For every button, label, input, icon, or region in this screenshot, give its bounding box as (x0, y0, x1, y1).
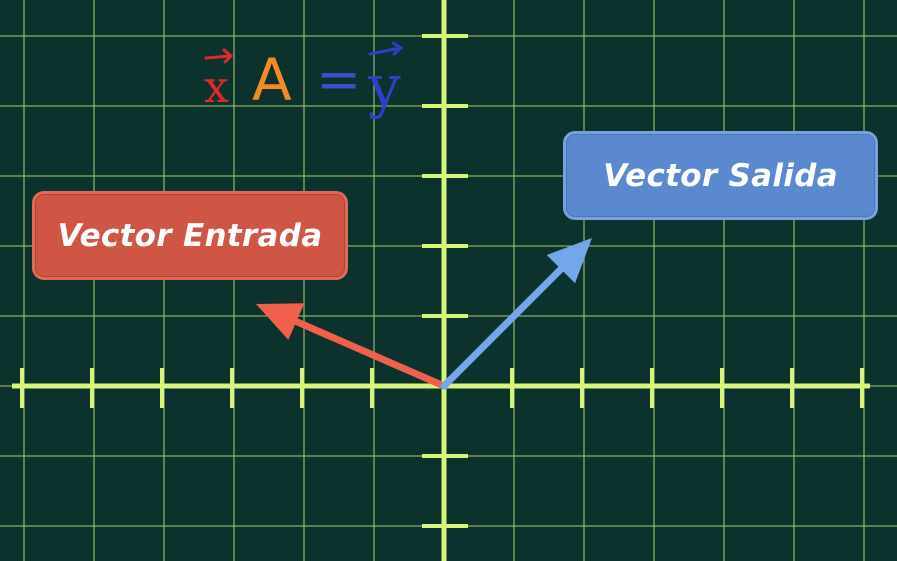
output-vector-label: Vector Salida (563, 131, 878, 220)
input-vector-label: Vector Entrada (32, 191, 348, 280)
equation: x A = y (200, 40, 420, 120)
equation-vector-arrows (204, 41, 404, 64)
vectors (256, 238, 592, 390)
output-vector-arrow-shaft (440, 265, 565, 390)
axes (12, 0, 870, 561)
output-vector-arrow (440, 238, 592, 390)
equation-x-symbol: x (204, 62, 229, 113)
input-vector-arrow-shaft (292, 318, 448, 390)
axis-ticks (20, 34, 864, 528)
equation-a-symbol: A (252, 46, 292, 114)
input-vector-arrow-head (256, 303, 305, 340)
x-vector-arrow-icon (204, 48, 234, 64)
y-vector-arrow-icon (368, 41, 404, 56)
equation-equals-symbol: = (316, 48, 362, 111)
equation-y-symbol: y (368, 52, 401, 120)
input-vector-arrow (256, 303, 448, 390)
output-vector-arrow-head (546, 238, 592, 284)
